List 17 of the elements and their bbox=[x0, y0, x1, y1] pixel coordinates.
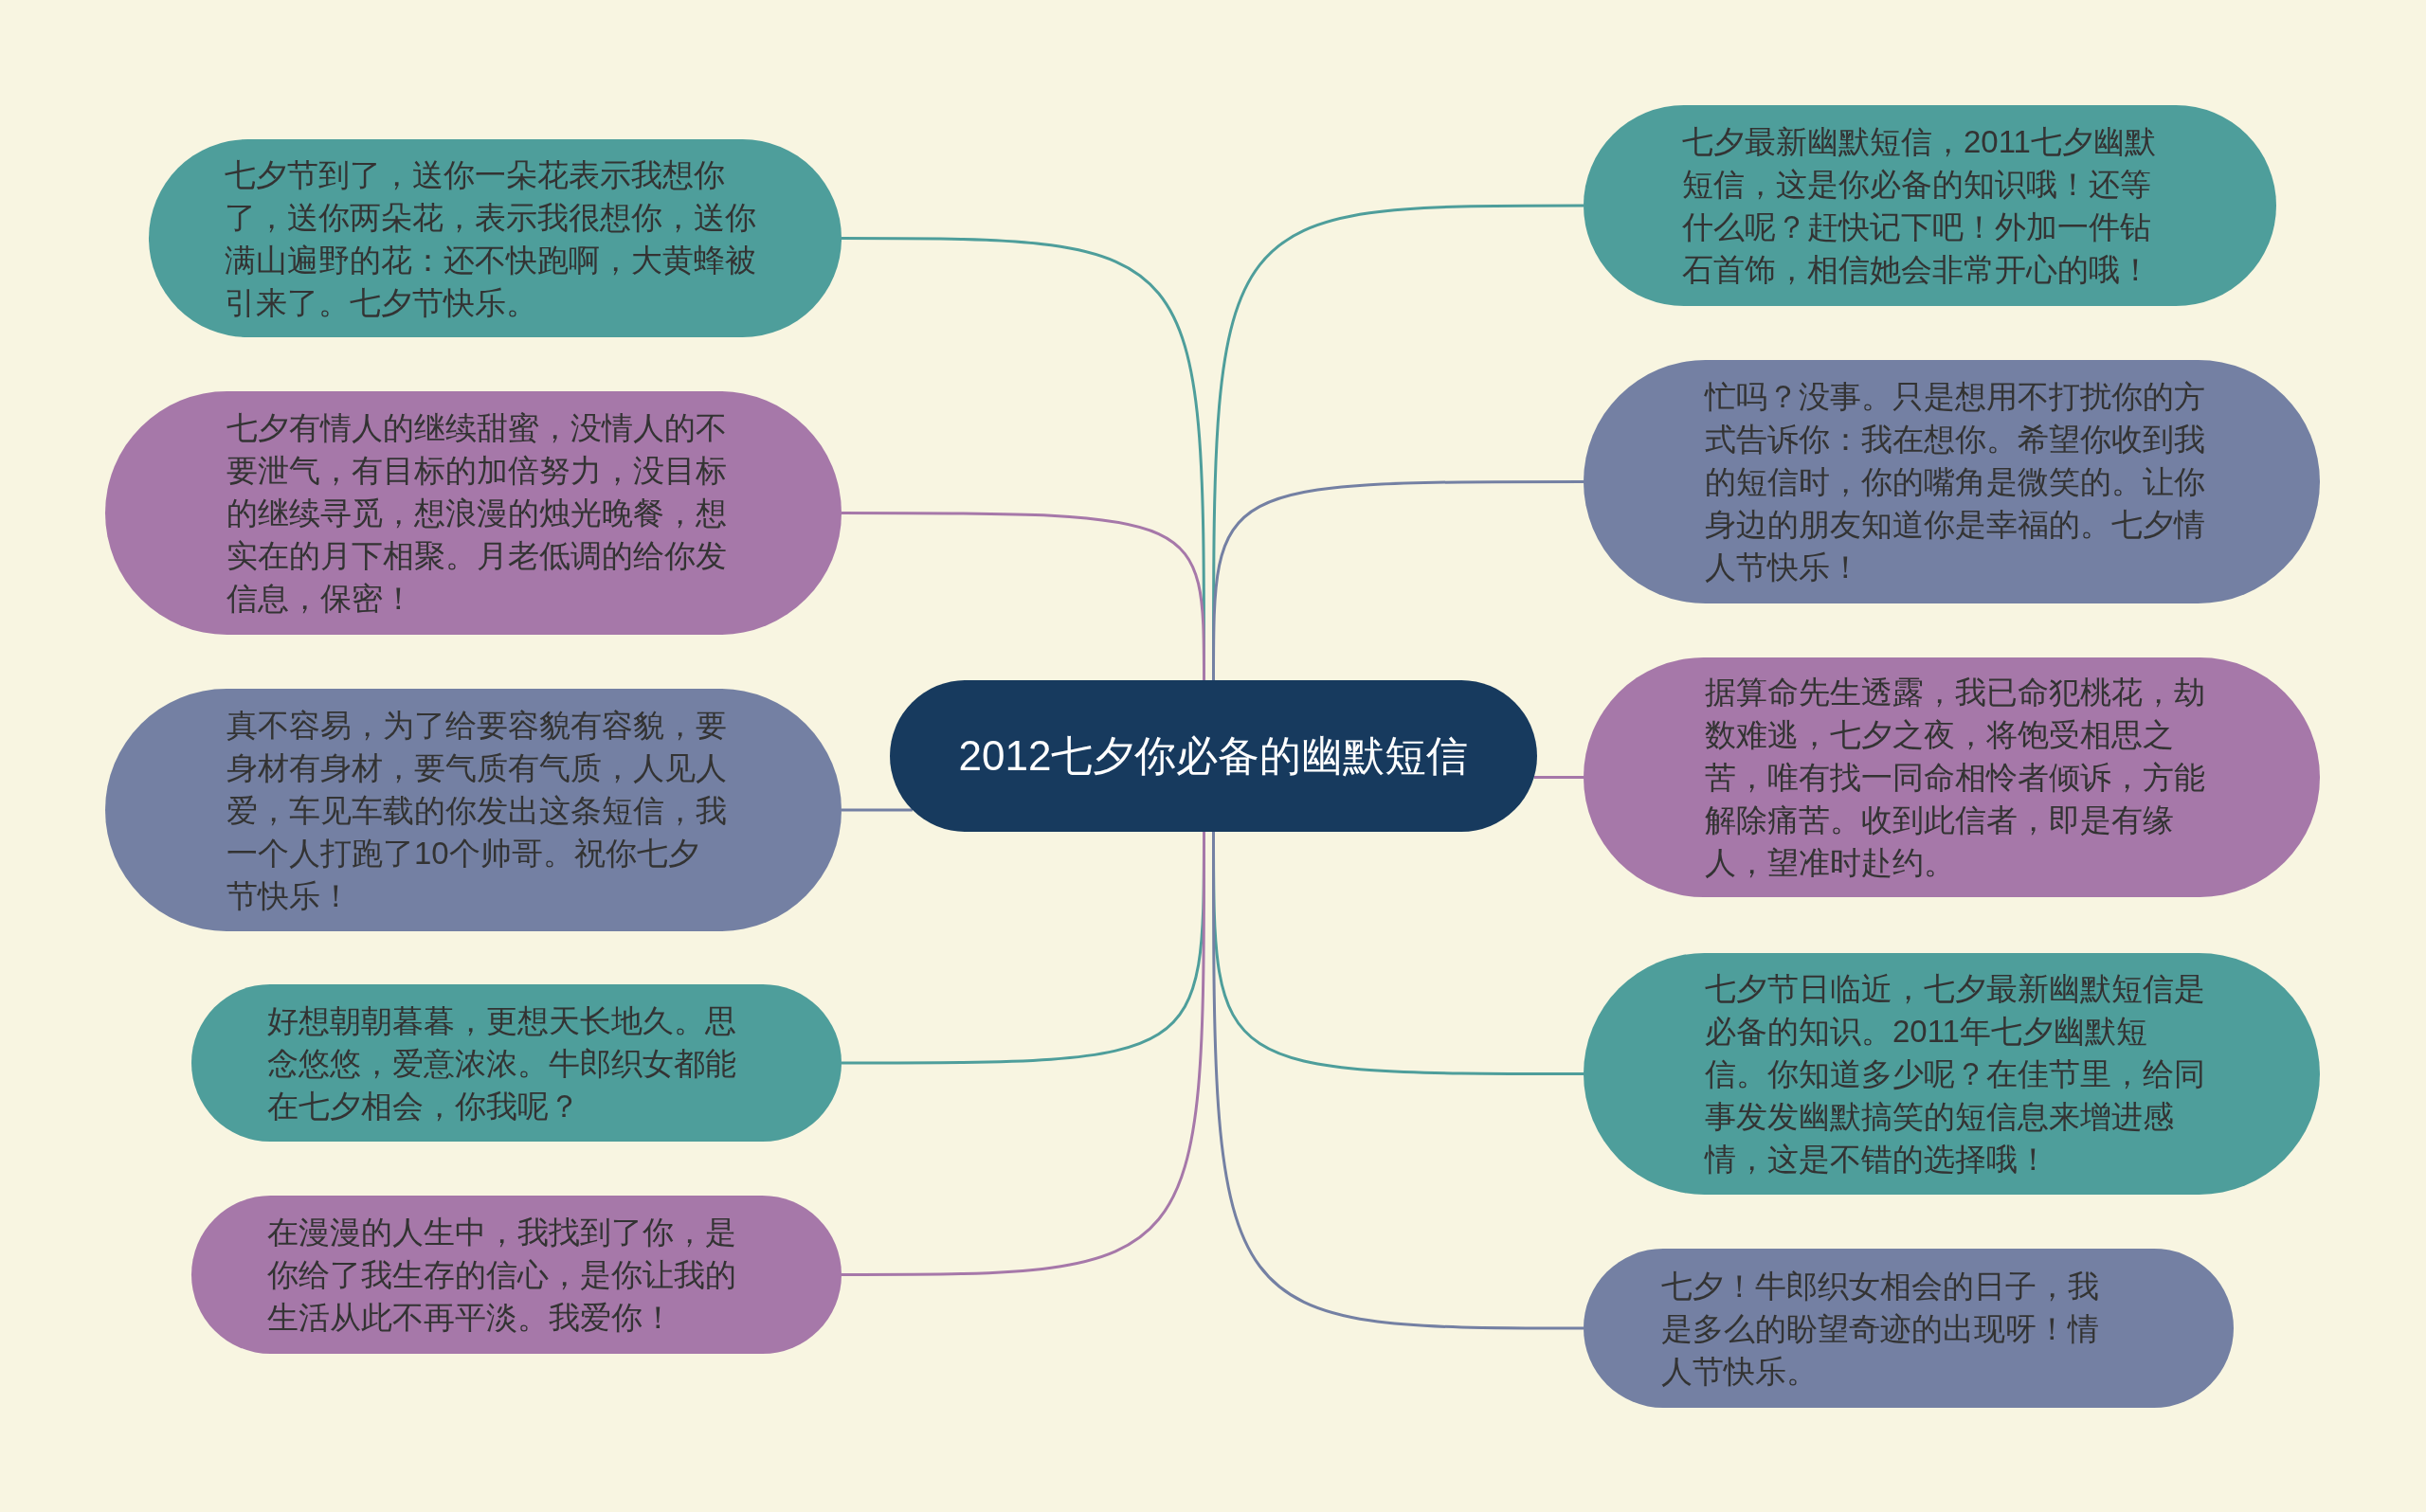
connector-line bbox=[1212, 480, 1584, 680]
message-text: 七夕有情人的继续甜蜜，没情人的不要泄气，有目标的加倍努力，没目标的继续寻觅，想浪漫的烛光晚餐，想实在的月下相聚。月老低调的给你发信息，保密！ bbox=[226, 409, 728, 618]
message-text: 在漫漫的人生中，我找到了你，是你给了我生存的信心，是你让我的生活从此不再平淡。我爱你！ bbox=[267, 1214, 737, 1337]
connector-line bbox=[842, 808, 913, 812]
connector-line bbox=[1212, 832, 1584, 1330]
message-text: 忙吗？没事。只是想用不打扰你的方式告诉你：我在想你。希望你收到我的短信时，你的嘴角是微笑的。让你身边的朋友知道你是幸福的。七夕情人节快乐！ bbox=[1705, 378, 2206, 586]
connector-line bbox=[1533, 776, 1584, 779]
message-text: 七夕节到了，送你一朵花表示我想你了，送你两朵花，表示我很想你，送你满山遍野的花：还不快跑啊，大黄蜂被引来了。七夕节快乐。 bbox=[225, 155, 757, 322]
message-text: 七夕！牛郎织女相会的日子，我是多么的盼望奇迹的出现呀！情人节快乐。 bbox=[1661, 1267, 2100, 1391]
connector-line bbox=[842, 832, 1205, 1276]
message-text: 据算命先生透露，我已命犯桃花，劫数难逃，七夕之夜，将饱受相思之苦，唯有找一同命相怜者倾诉，方能解除痛苦。收到此信者，即是有缘人，望准时赴约。 bbox=[1705, 674, 2206, 882]
message-text: 真不容易，为了给要容貌有容貌，要身材有身材，要气质有气质，人见人爱，车见车载的你发出这条短信，我一个人打跑了10个帅哥。祝你七夕节快乐！ bbox=[226, 706, 728, 915]
connector-line bbox=[842, 512, 1205, 680]
topic-title: 2012七夕你必备的幽默短信 bbox=[958, 731, 1469, 781]
message-text: 好想朝朝暮暮，更想天长地久。思念悠悠，爱意浓浓。牛郎织女都能在七夕相会，你我呢？ bbox=[267, 1001, 737, 1125]
message-text: 七夕最新幽默短信，2011七夕幽默短信，这是你必备的知识哦！还等什么呢？赶快记下吧！外加一件钻石首饰，相信她会非常开心的哦！ bbox=[1682, 123, 2157, 289]
message-text: 七夕节日临近，七夕最新幽默短信是必备的知识。2011年七夕幽默短信。你知道多少呢？在佳节里，给同事发发幽默搞笑的短信息来增进感情，这是不错的选择哦！ bbox=[1705, 970, 2206, 1179]
